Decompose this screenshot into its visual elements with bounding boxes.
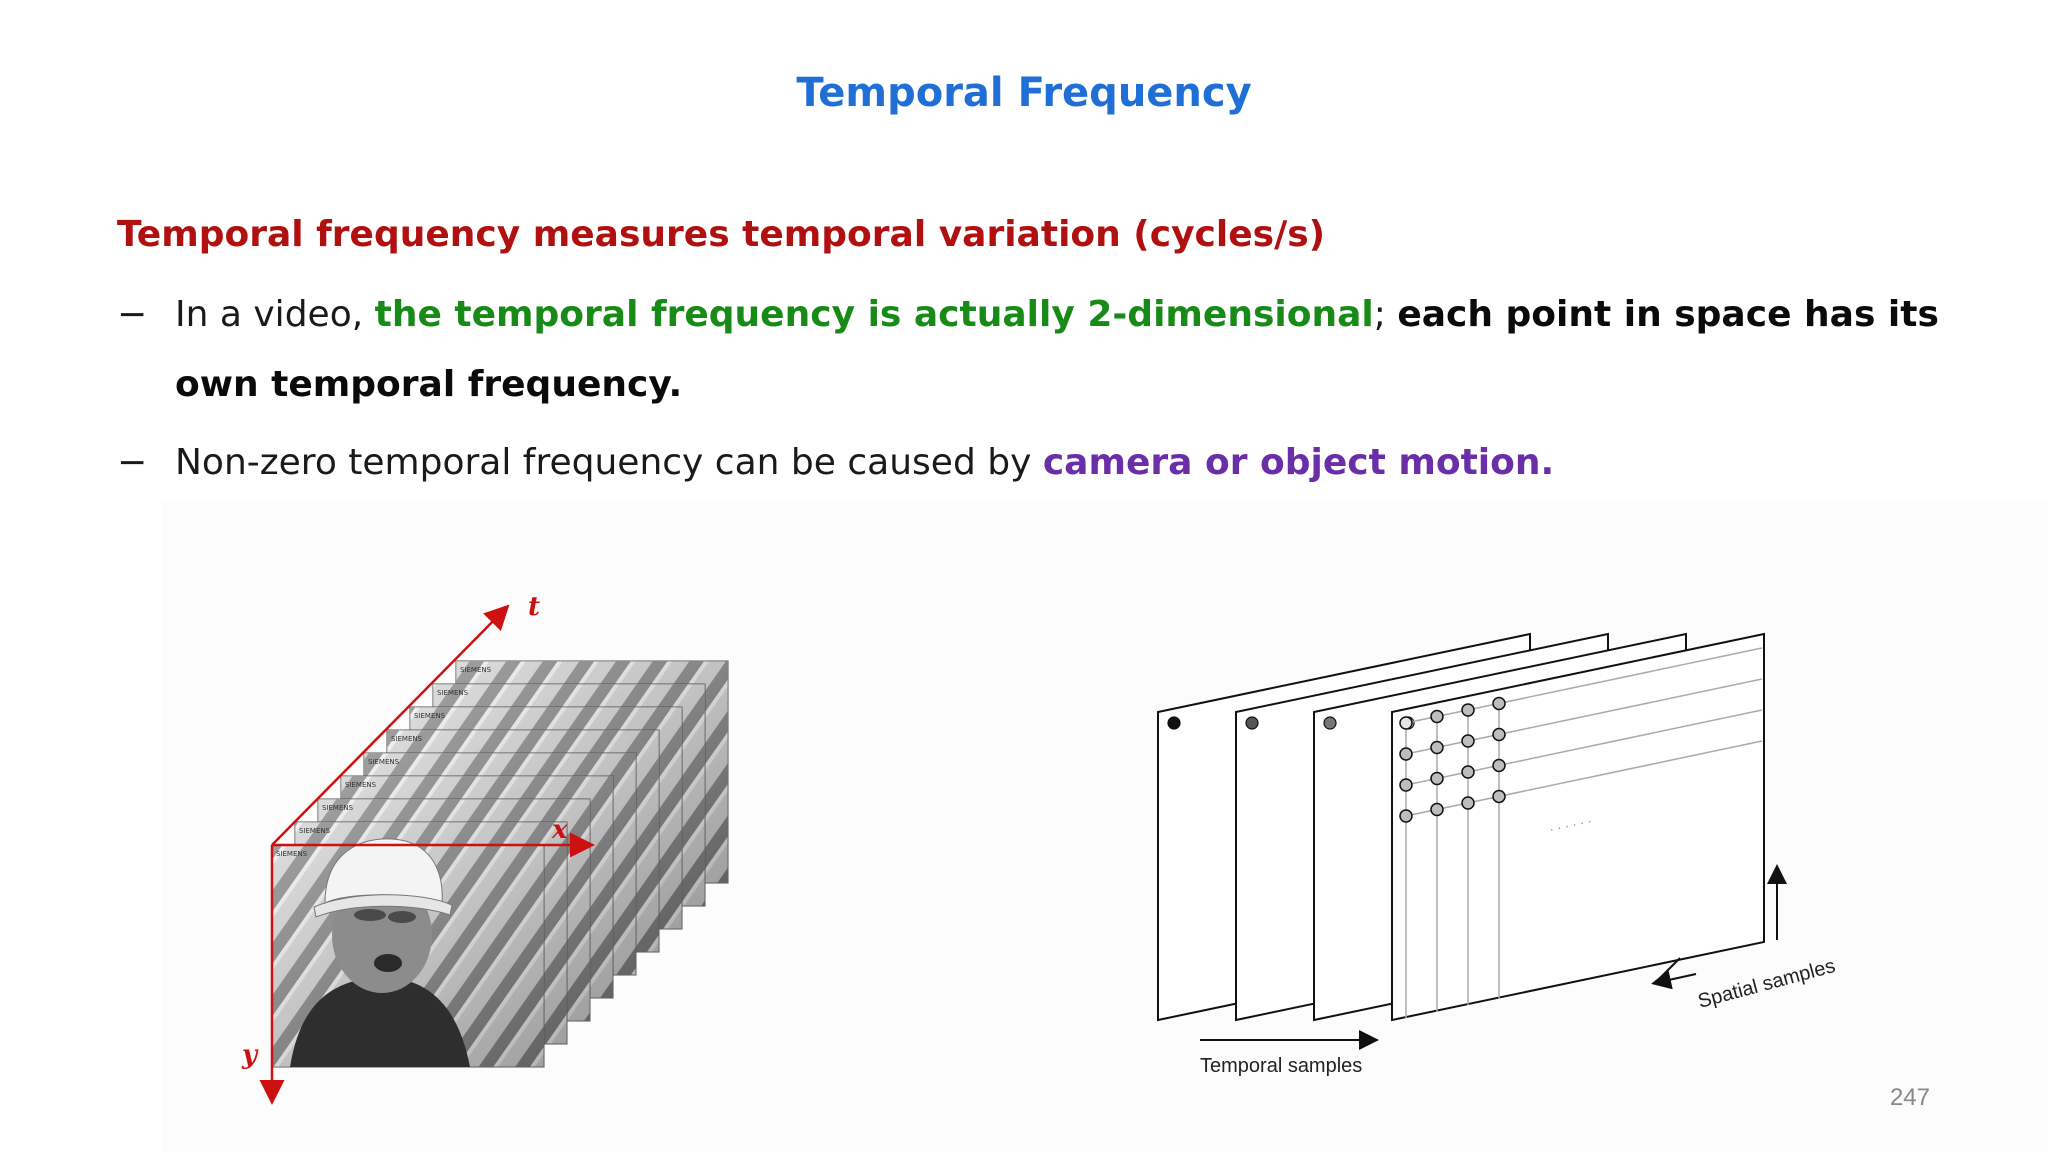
bullet-dash: −: [117, 442, 148, 483]
spatial-sample-point: [1399, 747, 1413, 761]
spatial-sample-point: [1430, 709, 1444, 724]
spatial-arrow: [1651, 969, 1697, 990]
spatial-sample-point: [1399, 778, 1413, 792]
spatial-sample-grid: [1399, 647, 1763, 1018]
frame-label: SIEMENS: [322, 804, 354, 812]
spatial-sample-point: [1399, 809, 1413, 823]
spatial-sample-point: [1461, 703, 1475, 717]
bullet-1-text: In a video, the temporal frequency is ac…: [175, 280, 1947, 420]
sampling-planes-figure: . . . . . . Temporal samples Spatial sam…: [1157, 632, 1838, 1077]
spatial-sample-point: [1461, 765, 1475, 779]
video-frame-stack-figure: SIEMENS SIEMENS SIEMENS SIEMENS SIEMENS SIEME…: [241, 592, 729, 1105]
t-axis-label: t: [528, 592, 540, 622]
person-body: [290, 977, 470, 1067]
frame-label: SIEMENS: [345, 781, 377, 789]
bullet-1-green: the temporal frequency is actually 2-dim…: [374, 294, 1374, 335]
spatial-sample-point: [1430, 802, 1444, 817]
spatial-sample-point: [1461, 796, 1475, 810]
t-axis: [271, 604, 510, 846]
slide-heading: Temporal frequency measures temporal var…: [117, 214, 1326, 255]
bullet-1-plain: In a video,: [175, 294, 375, 335]
spatial-sample-point: [1492, 727, 1506, 742]
bullet-2-text: Non-zero temporal frequency can be cause…: [175, 428, 1947, 498]
page-number: 247: [1889, 1084, 1930, 1111]
eye: [354, 909, 386, 921]
spatial-sample-point: [1430, 771, 1444, 786]
frame-label: SIEMENS: [276, 850, 308, 858]
temporal-sample-point: [1167, 716, 1181, 730]
hard-hat-brim: [313, 894, 453, 918]
bullet-1: − In a video, the temporal frequency is …: [117, 280, 1947, 420]
bullet-1-separator: ;: [1373, 294, 1398, 335]
spatial-sample-point: [1430, 740, 1444, 755]
spatial-sample-point: [1461, 734, 1475, 748]
bullet-2: − Non-zero temporal frequency can be cau…: [117, 428, 1947, 498]
frame-label: SIEMENS: [299, 827, 331, 835]
bullet-2-purple: camera or object motion.: [1042, 442, 1555, 483]
spatial-sample-point: [1492, 758, 1506, 773]
bullet-dash: −: [117, 294, 148, 335]
spatial-sample-point: [1492, 789, 1506, 804]
frame-label: SIEMENS: [414, 712, 446, 720]
frame-label: SIEMENS: [460, 666, 492, 674]
spatial-samples-label: Spatial samples: [1696, 955, 1838, 1013]
x-axis-label: x: [551, 815, 568, 845]
temporal-sample-point: [1245, 716, 1259, 730]
sample-planes: [1157, 632, 1765, 1022]
sample-plane: [1391, 632, 1765, 1022]
temporal-sample-point: [1323, 716, 1337, 730]
eye: [388, 911, 416, 923]
front-frame: SIEMENS: [271, 838, 545, 1068]
bullet-2-plain: Non-zero temporal frequency can be cause…: [175, 442, 1043, 483]
frame-label: SIEMENS: [437, 689, 469, 697]
frame-label: SIEMENS: [368, 758, 400, 766]
bullet-1-bold: each point in space has its own temporal…: [175, 294, 1939, 405]
spatial-sample-point: [1492, 696, 1506, 711]
mouth: [374, 954, 402, 972]
frame-label: SIEMENS: [391, 735, 423, 743]
y-axis-label: y: [241, 1040, 259, 1070]
temporal-samples-label: Temporal samples: [1200, 1055, 1362, 1077]
spatial-sample-point: [1399, 716, 1413, 730]
slide-title: Temporal Frequency: [796, 70, 1252, 116]
